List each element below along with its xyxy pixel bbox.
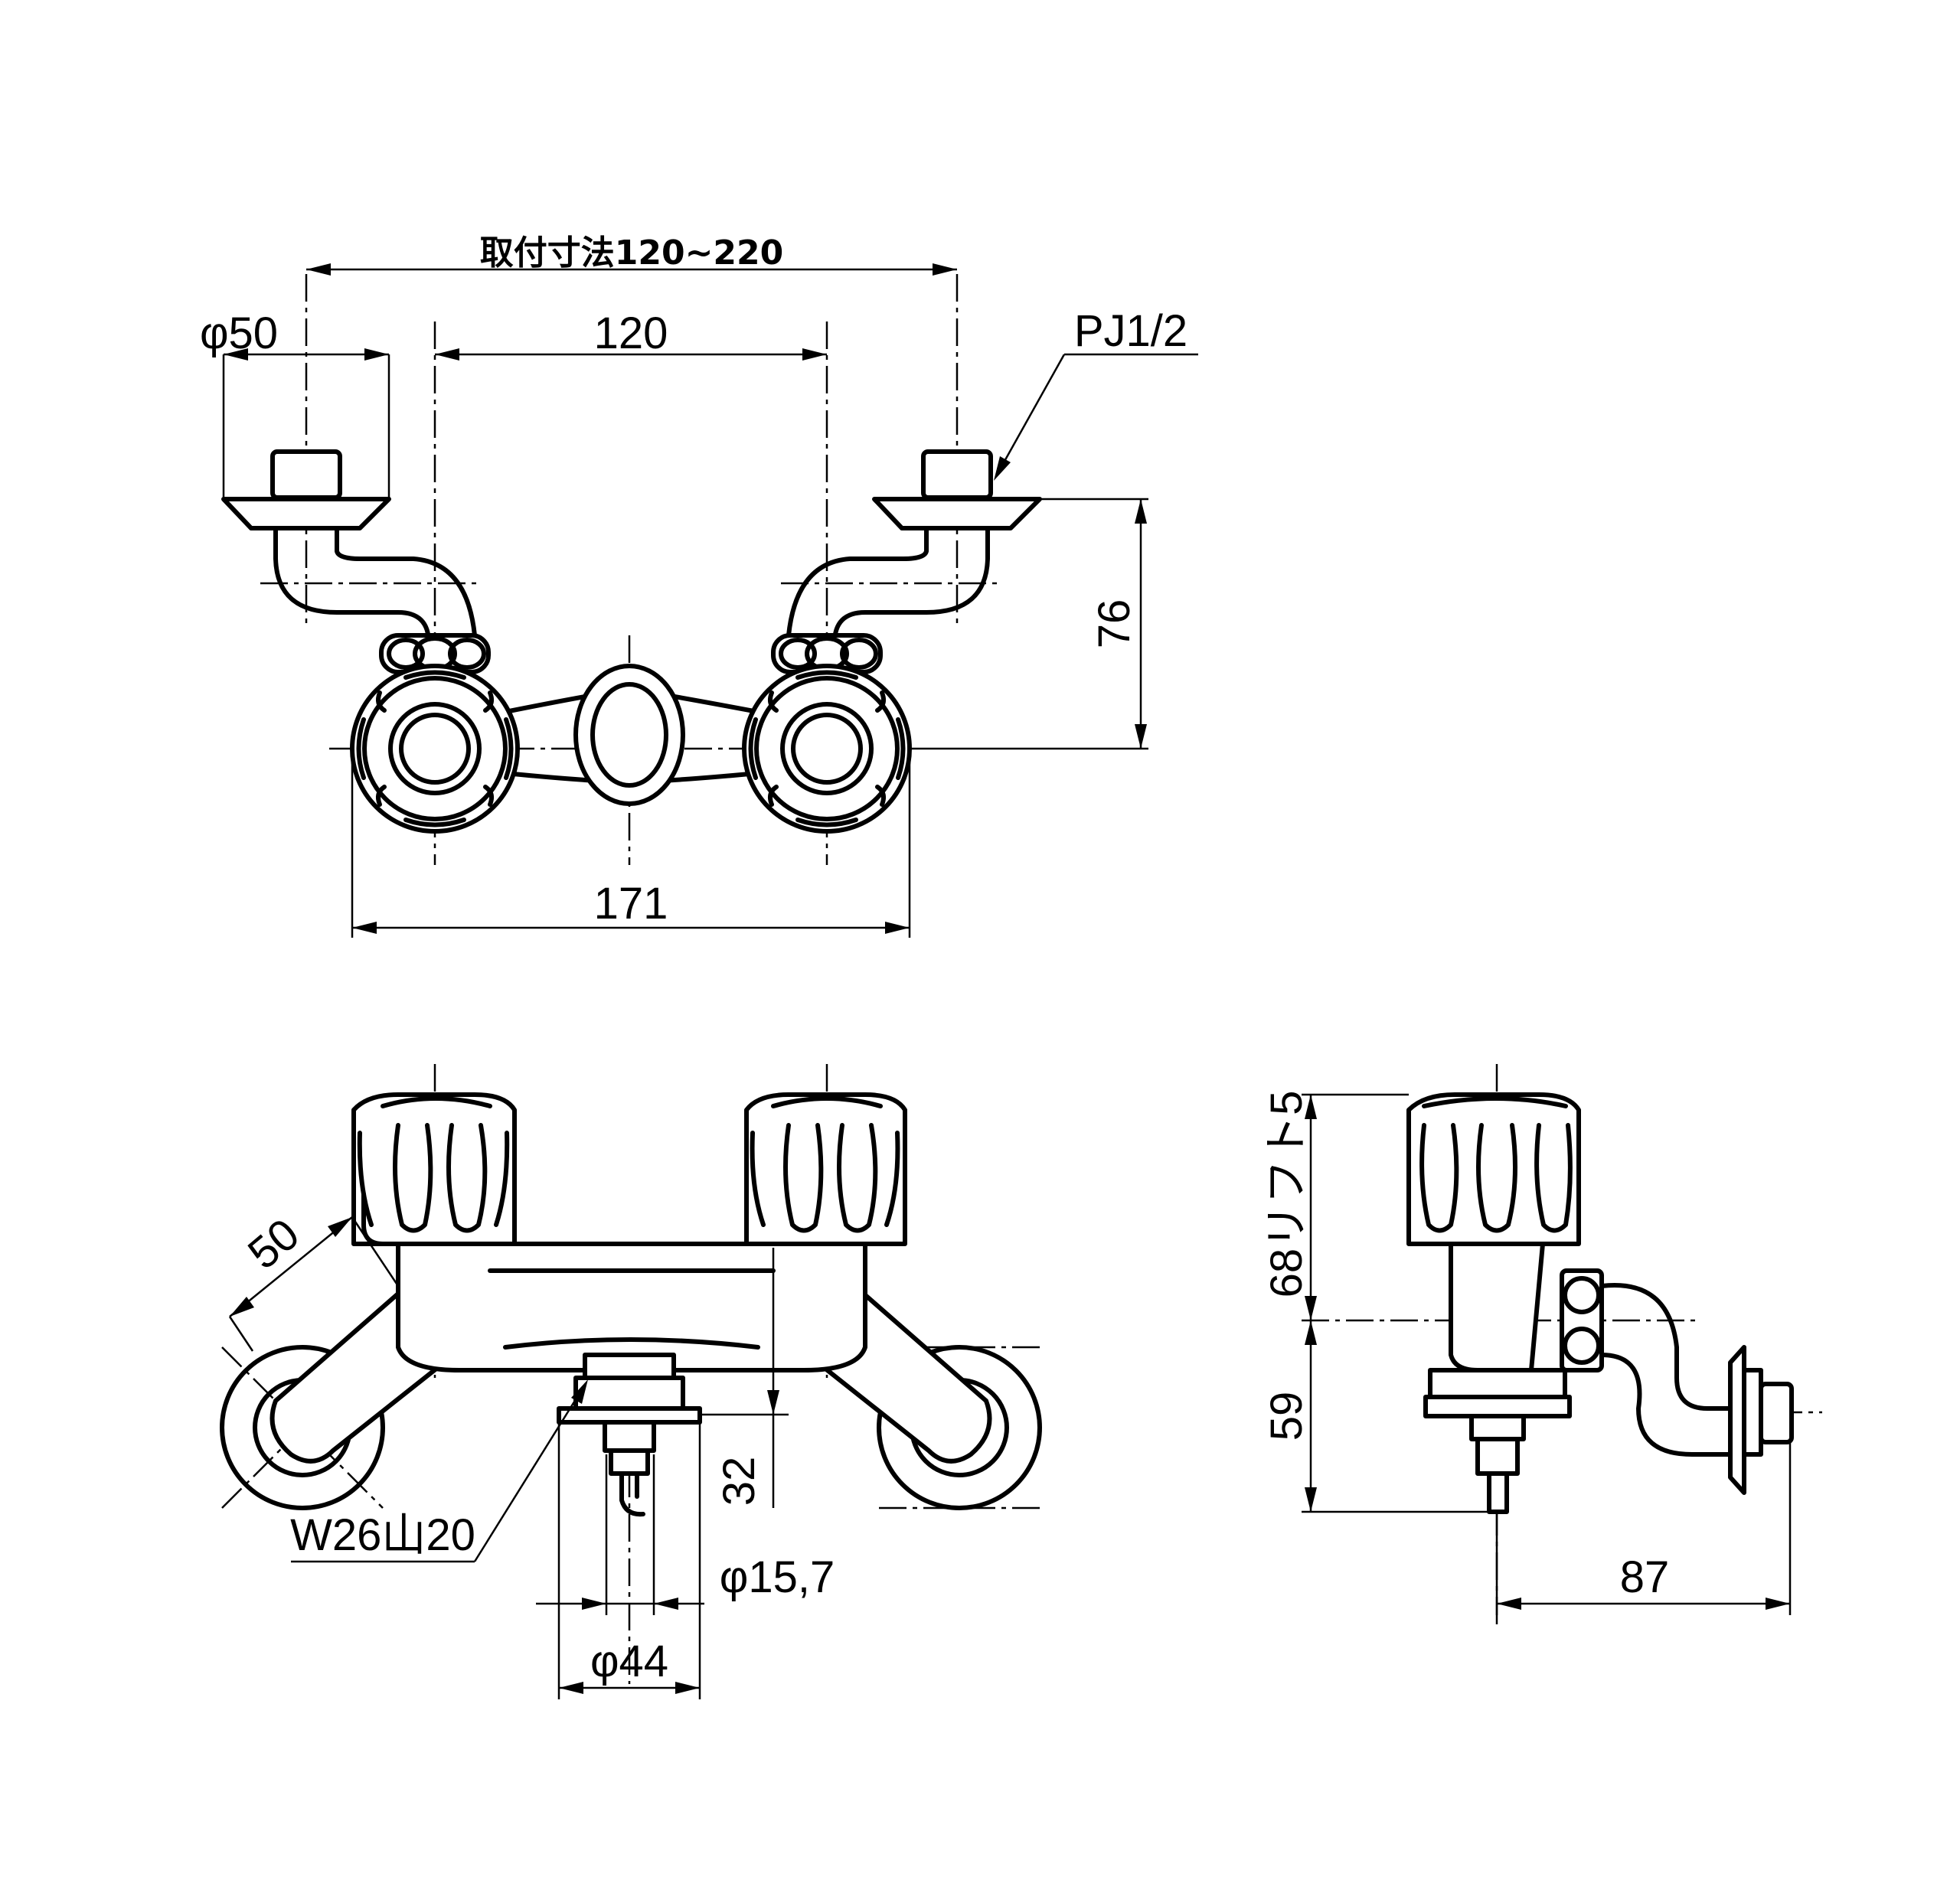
front-view: 50 W26山20 32 φ15,7 — [220, 1064, 1042, 1699]
dim-mount-range: 取付寸法120~220 — [306, 233, 957, 276]
dim-outlet-diameter: φ15,7 — [536, 1454, 835, 1615]
lower-height-label: 59 — [1262, 1392, 1312, 1441]
inner-distance-label: 120 — [594, 308, 668, 358]
dim-lower-height: 59 — [1262, 1320, 1489, 1513]
outlet-dia-label: φ15,7 — [720, 1552, 835, 1602]
dim-inner-distance: 120 — [435, 308, 827, 361]
leader-thread: PJ1/2 — [994, 306, 1198, 481]
side-connector-elbow — [1560, 1268, 1794, 1495]
dim-height: 76 — [919, 498, 1148, 750]
base-dia-label: φ44 — [590, 1637, 668, 1686]
top-view: 取付寸法120~220 120 φ50 PJ1/2 — [200, 233, 1198, 938]
side-handle-knob — [1406, 1092, 1581, 1246]
flange-dia-label: φ50 — [200, 308, 278, 358]
side-view: 68リフト5 59 87 — [1262, 1064, 1822, 1630]
right-handle-knob — [744, 1092, 907, 1246]
left-valve-handle — [350, 633, 520, 834]
dim-base-diameter: φ44 — [557, 1422, 701, 1699]
spout-thread-label: W26山20 — [290, 1510, 475, 1560]
lift-label: 68リフト5 — [1262, 1091, 1312, 1298]
left-handle-knob — [351, 1092, 517, 1246]
drop-label: 32 — [714, 1457, 764, 1506]
dim-drop: 32 — [700, 1248, 789, 1508]
left-wall-flange — [221, 449, 477, 645]
dim-flange-diameter: φ50 — [200, 308, 390, 499]
height-label: 76 — [1089, 599, 1139, 649]
arm-length-label: 50 — [239, 1209, 309, 1278]
dim-lift: 68リフト5 — [1262, 1091, 1409, 1320]
mount-range-label: 取付寸法120~220 — [480, 233, 784, 273]
dim-overall-width: 171 — [351, 749, 911, 938]
right-wall-flange — [786, 449, 1042, 645]
depth-label: 87 — [1620, 1552, 1670, 1602]
side-body — [1423, 1242, 1572, 1514]
right-valve-handle — [742, 633, 912, 834]
leader-spout-thread: W26山20 — [290, 1379, 588, 1563]
dim-depth: 87 — [1495, 1442, 1792, 1615]
overall-width-label: 171 — [594, 879, 668, 929]
thread-label: PJ1/2 — [1074, 306, 1187, 356]
